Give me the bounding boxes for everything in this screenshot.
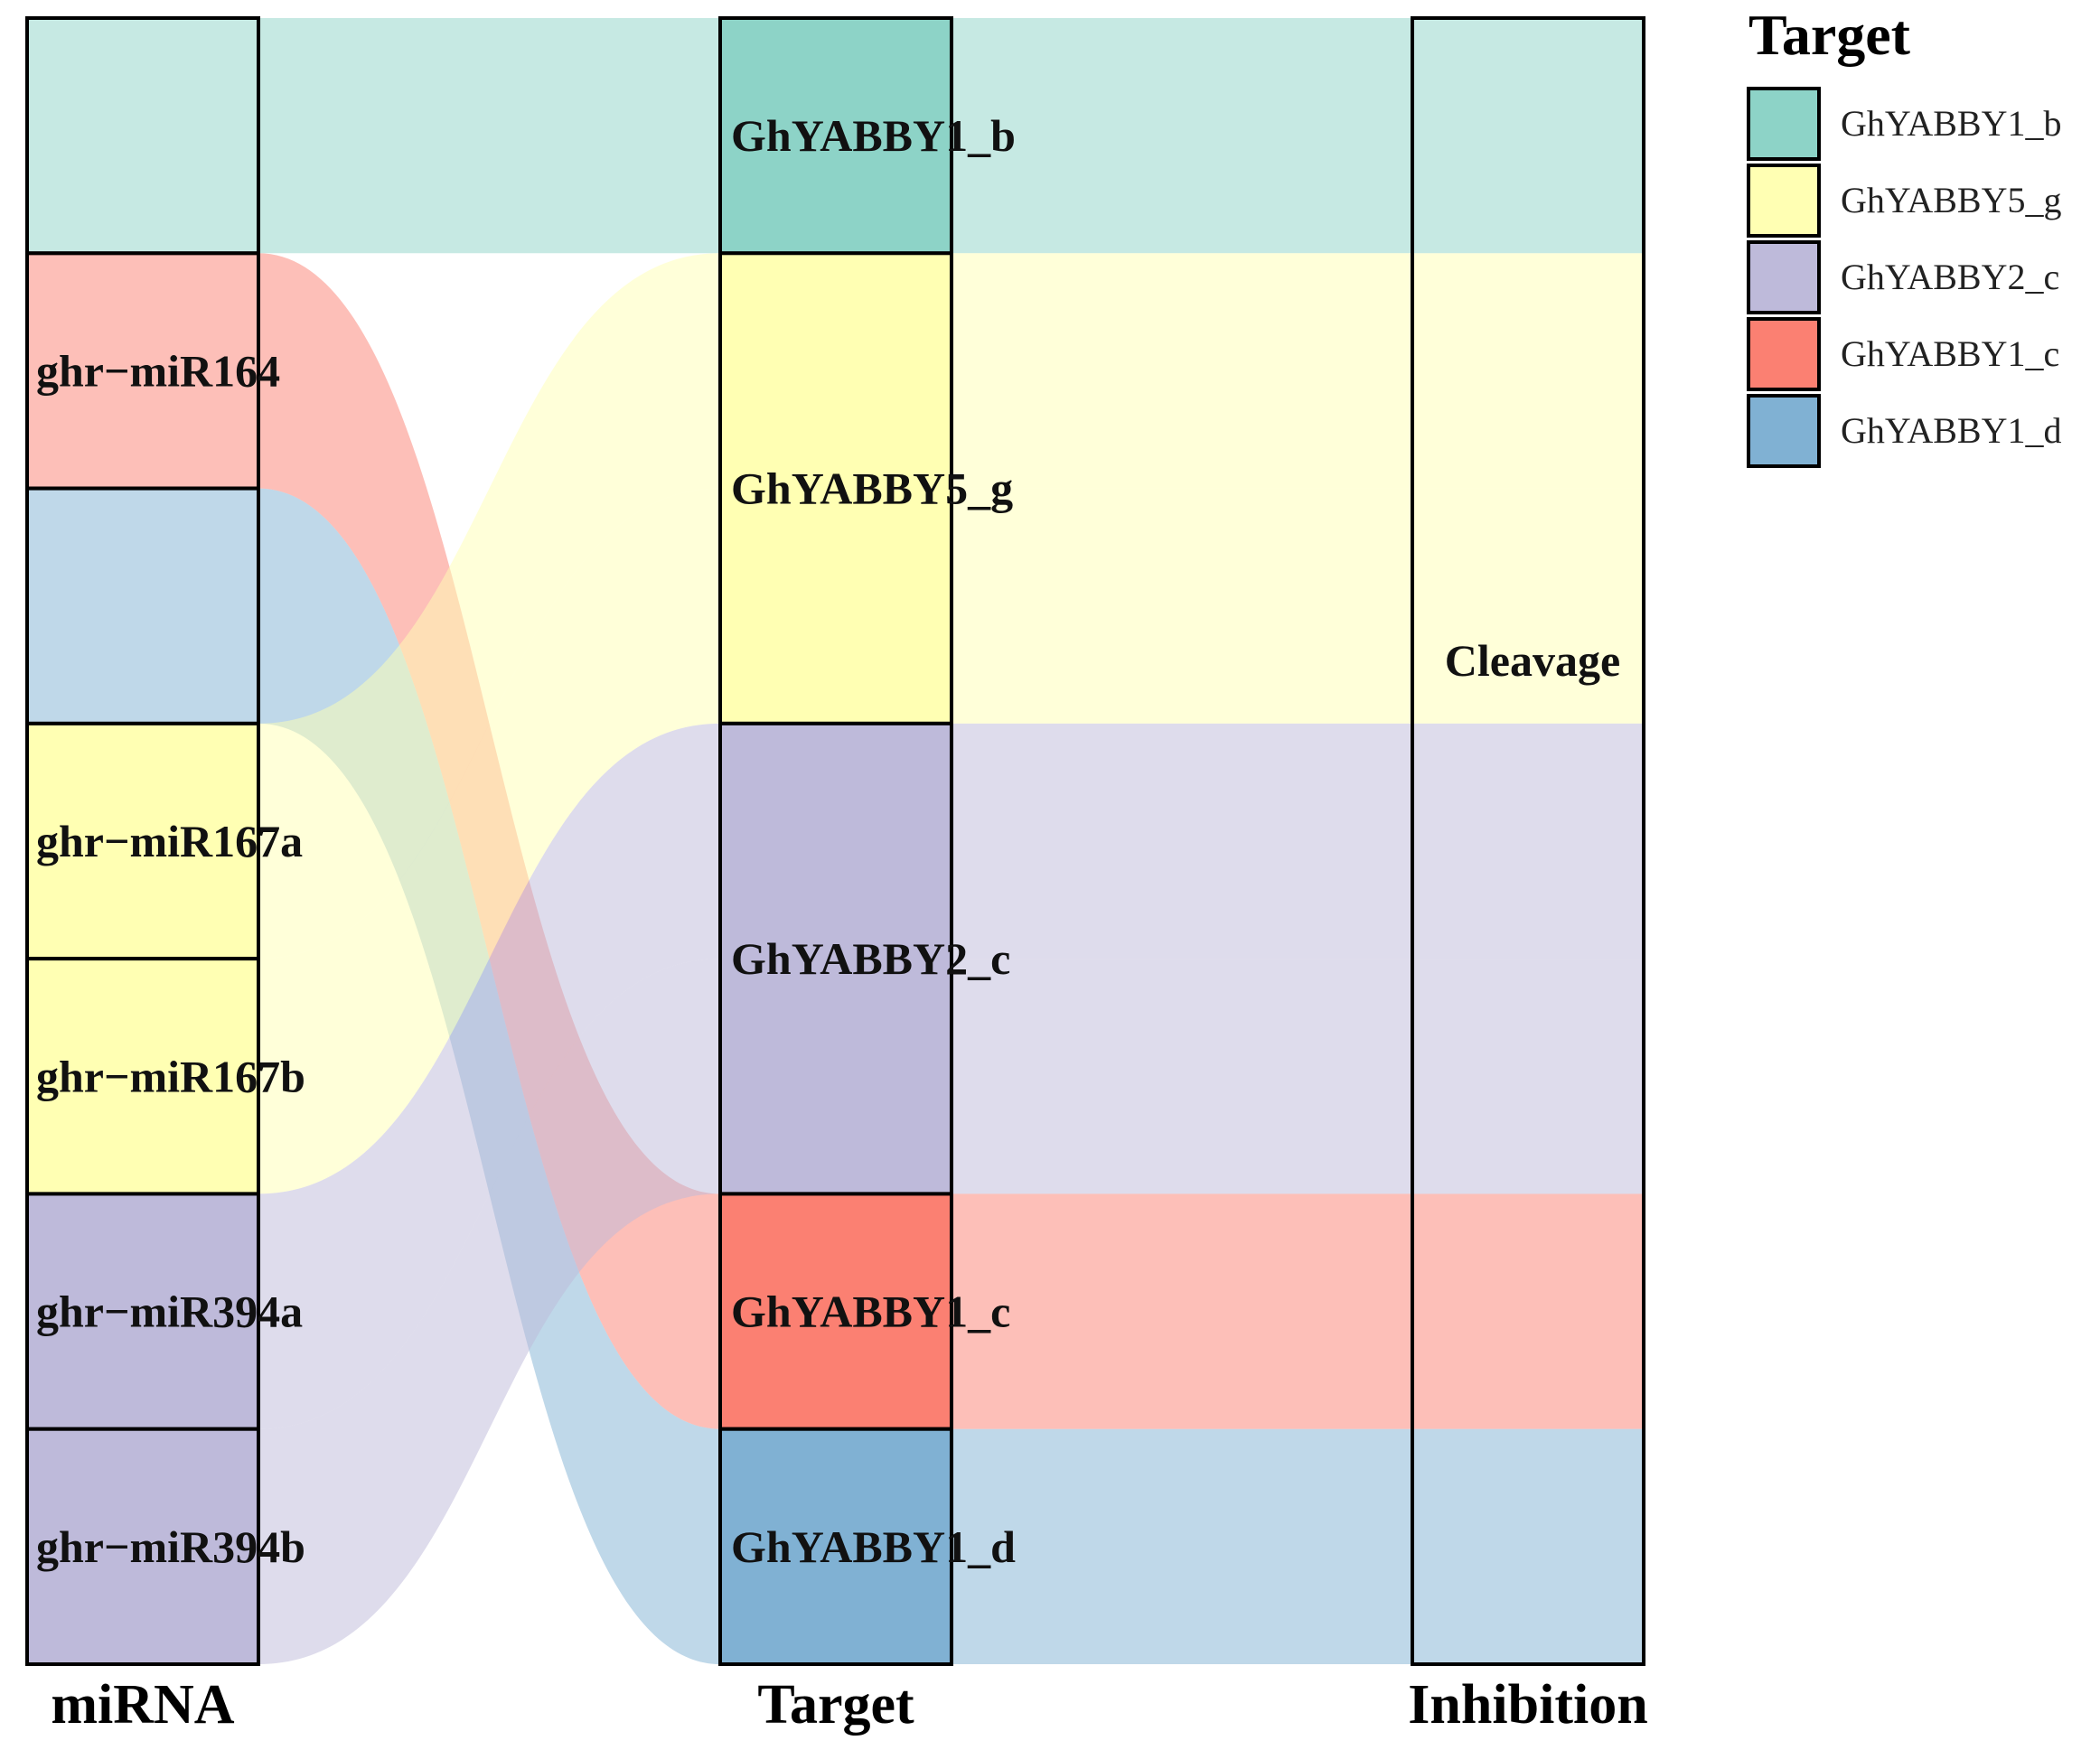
mirna-stratum-4 [25, 721, 260, 961]
inhibition-segment-7 [1412, 959, 1644, 1194]
inhibition-segment-4 [1412, 253, 1644, 489]
legend-label-ghyabby2-c: GhYABBY2_c [1841, 257, 2059, 297]
target-label-ghyabby2-c: GhYABBY2_c [731, 933, 1010, 984]
mirna-label-ghr-mir394a: ghr−miR394a [36, 1287, 303, 1337]
mirna-label-ghr-mir394b: ghr−miR394b [36, 1521, 305, 1572]
legend: TargetGhYABBY1_bGhYABBY5_gGhYABBY2_cGhYA… [1747, 3, 2061, 468]
mirna-label-ghr-mir167a: ghr−miR167a [36, 816, 303, 866]
legend-label-ghyabby1-b: GhYABBY1_b [1841, 103, 2061, 144]
legend-title: Target [1748, 3, 1911, 67]
inhibition-segment-3 [1412, 1428, 1644, 1664]
mirna-label-ghr-mir164: ghr−miR164 [36, 345, 280, 396]
target-stratum-ghyabby1-c [718, 1192, 953, 1431]
mirna-label-ghr-mir167b: ghr−miR167b [36, 1051, 305, 1101]
inhibition-segment-6 [1412, 723, 1644, 959]
legend-label-ghyabby1-c: GhYABBY1_c [1841, 333, 2059, 374]
mirna-stratum-7 [25, 1427, 260, 1666]
mirna-stratum-2 [25, 251, 260, 491]
inhibition-segment-5 [1412, 488, 1644, 724]
flows-layer [258, 18, 1644, 1664]
flow-target-inhibition-5 [952, 488, 1412, 724]
mirna-stratum-3 [25, 486, 260, 725]
legend-swatch-ghyabby2-c [1747, 240, 1821, 314]
axis-label-target: Target [757, 1674, 914, 1736]
flow-mirna-target-4 [258, 253, 720, 959]
legend-swatch-ghyabby5-g [1747, 164, 1821, 238]
flow-target-inhibition-1 [952, 18, 1412, 254]
target-stratum-ghyabby1-b [718, 16, 953, 256]
legend-swatch-ghyabby1-d [1747, 394, 1821, 468]
flow-mirna-target-1 [258, 18, 720, 254]
flow-mirna-target-7 [258, 959, 720, 1664]
axis-label-mirna: miRNA [51, 1674, 234, 1736]
mirna-stratum-5 [25, 957, 260, 1196]
flow-target-inhibition-3 [952, 1428, 1412, 1664]
legend-label-ghyabby1-d: GhYABBY1_d [1841, 410, 2061, 451]
target-label-ghyabby1-d: GhYABBY1_d [731, 1521, 1016, 1572]
inhibition-segment-1 [1412, 18, 1644, 254]
axis-label-inhibition: Inhibition [1408, 1674, 1647, 1736]
mirna-stratum-1 [25, 16, 260, 256]
inhibition-segment-2 [1412, 1193, 1644, 1429]
strata-layer [25, 16, 1645, 1666]
flow-target-inhibition-7 [952, 959, 1412, 1194]
target-stratum-ghyabby5-g [718, 251, 953, 725]
flow-target-inhibition-2 [952, 1193, 1412, 1429]
flow-mirna-target-6 [258, 723, 720, 1429]
inhibition-stratum-cleavage [1411, 16, 1645, 1666]
target-label-ghyabby1-b: GhYABBY1_b [731, 110, 1016, 161]
legend-swatch-ghyabby1-c [1747, 317, 1821, 391]
labels-layer: ghr−miR164 ghr−miR167a ghr−miR167b ghr−miR3… [36, 110, 1648, 1736]
target-label-ghyabby5-g: GhYABBY5_g [731, 463, 1013, 514]
mirna-stratum-6 [25, 1192, 260, 1431]
target-label-ghyabby1-c: GhYABBY1_c [731, 1287, 1010, 1337]
flow-target-inhibition-4 [952, 253, 1412, 489]
inhibition-label-cleavage: Cleavage [1445, 635, 1620, 686]
legend-swatch-ghyabby1-b [1747, 87, 1821, 161]
flow-target-inhibition-6 [952, 723, 1412, 959]
flow-mirna-target-5 [258, 488, 720, 1194]
target-stratum-ghyabby1-d [718, 1427, 953, 1666]
legend-label-ghyabby5-g: GhYABBY5_g [1841, 180, 2061, 220]
